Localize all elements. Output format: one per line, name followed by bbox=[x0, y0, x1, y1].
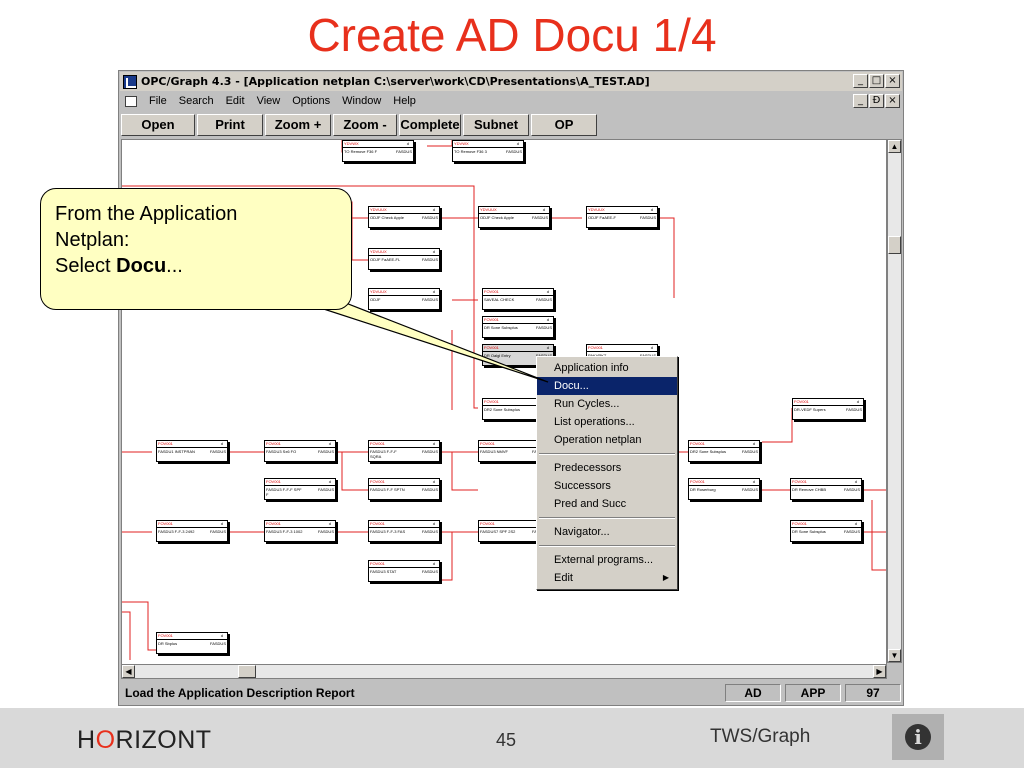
vertical-scrollbar[interactable]: ▲ ▼ bbox=[887, 139, 902, 663]
window-titlebar[interactable]: OPC/Graph 4.3 - [Application netplan C:\… bbox=[120, 72, 902, 91]
menu-edit-submenu[interactable]: Edit ▶ bbox=[537, 569, 677, 587]
scroll-left-icon[interactable]: ◀ bbox=[122, 665, 135, 678]
menu-help[interactable]: Help bbox=[393, 95, 416, 107]
scroll-up-icon[interactable]: ▲ bbox=[888, 140, 901, 153]
doc-restore-button[interactable]: Ɖ bbox=[869, 94, 884, 108]
job-node[interactable]: YDVUUXODJFFASDUS bbox=[368, 288, 440, 310]
menu-run-cycles[interactable]: Run Cycles... bbox=[554, 398, 620, 410]
menu-edit[interactable]: Edit bbox=[225, 95, 245, 107]
status-cell-app: APP bbox=[785, 684, 841, 702]
document-icon[interactable] bbox=[125, 95, 137, 107]
doc-minimize-button[interactable]: _ bbox=[853, 94, 868, 108]
app-icon[interactable] bbox=[123, 74, 137, 89]
menu-list-operations[interactable]: List operations... bbox=[554, 416, 635, 428]
status-cell-ad: AD bbox=[725, 684, 781, 702]
menu-bar: File Search Edit View Options Window Hel… bbox=[120, 92, 902, 110]
close-button[interactable]: × bbox=[885, 74, 900, 88]
window-title: OPC/Graph 4.3 - [Application netplan C:\… bbox=[141, 75, 650, 88]
menu-window[interactable]: Window bbox=[342, 95, 382, 107]
menu-view[interactable]: View bbox=[256, 95, 281, 107]
menu-pred-and-succ[interactable]: Pred and Succ bbox=[554, 498, 627, 510]
menu-options[interactable]: Options bbox=[292, 95, 331, 107]
status-cell-number: 97 bbox=[845, 684, 901, 702]
page-number: 45 bbox=[496, 730, 517, 750]
callout-docu-text: Docu bbox=[116, 255, 167, 277]
horizont-logo: HORIZONT bbox=[77, 726, 212, 754]
print-button[interactable]: Print bbox=[197, 114, 263, 136]
op-button[interactable]: OP bbox=[531, 114, 597, 136]
context-menu: Application info Docu... Run Cycles... L… bbox=[536, 356, 678, 590]
menu-operation-netplan[interactable]: Operation netplan bbox=[554, 434, 642, 446]
menu-docu[interactable]: Docu... bbox=[537, 377, 677, 395]
open-button[interactable]: Open bbox=[121, 114, 195, 136]
menu-predecessors[interactable]: Predecessors bbox=[554, 462, 622, 474]
menu-navigator[interactable]: Navigator... bbox=[554, 526, 610, 538]
scroll-down-icon[interactable]: ▼ bbox=[888, 649, 901, 662]
horizontal-scrollbar[interactable]: ◀ ▶ bbox=[121, 664, 887, 679]
slide-title: Create AD Docu 1/4 bbox=[307, 9, 717, 61]
slide-footer: HORIZONT 45 TWS/Graph i bbox=[0, 708, 1024, 768]
application-window: OPC/Graph 4.3 - [Application netplan C:\… bbox=[118, 70, 904, 706]
menu-application-info[interactable]: Application info bbox=[554, 362, 629, 374]
product-name: TWS/Graph bbox=[710, 726, 811, 747]
status-text: Load the Application Description Report bbox=[125, 686, 355, 700]
instruction-callout: From the Application Netplan: Select Doc… bbox=[40, 188, 352, 310]
submenu-arrow-icon: ▶ bbox=[662, 573, 669, 582]
toolbar: Open Print Zoom + Zoom - Complete Subnet… bbox=[121, 114, 597, 136]
callout-select-text: Select bbox=[55, 255, 117, 277]
scroll-right-icon[interactable]: ▶ bbox=[873, 665, 886, 678]
menu-separator bbox=[539, 545, 675, 547]
complete-button[interactable]: Complete bbox=[399, 114, 461, 136]
menu-separator bbox=[539, 453, 675, 455]
menu-separator bbox=[539, 517, 675, 519]
info-button[interactable]: i bbox=[892, 714, 944, 760]
menu-successors[interactable]: Successors bbox=[554, 480, 611, 492]
info-icon: i bbox=[905, 724, 931, 750]
vertical-scroll-thumb[interactable] bbox=[888, 236, 901, 254]
menu-edit-label: Edit bbox=[554, 572, 573, 584]
minimize-button[interactable]: _ bbox=[853, 74, 868, 88]
callout-line-3: Select Docu... bbox=[55, 253, 337, 279]
doc-close-button[interactable]: × bbox=[885, 94, 900, 108]
horizontal-scroll-thumb[interactable] bbox=[238, 665, 256, 678]
callout-ellipsis: ... bbox=[166, 255, 183, 277]
menu-file[interactable]: File bbox=[149, 95, 167, 107]
zoom-out-button[interactable]: Zoom - bbox=[333, 114, 397, 136]
zoom-in-button[interactable]: Zoom + bbox=[265, 114, 331, 136]
menu-external-programs[interactable]: External programs... bbox=[554, 554, 654, 566]
maximize-button[interactable]: □ bbox=[869, 74, 884, 88]
status-bar: Load the Application Description Report … bbox=[121, 683, 901, 703]
callout-line-2: Netplan: bbox=[55, 229, 130, 251]
callout-line-1: From the Application bbox=[55, 203, 238, 225]
menu-search[interactable]: Search bbox=[178, 95, 214, 107]
subnet-button[interactable]: Subnet bbox=[463, 114, 529, 136]
